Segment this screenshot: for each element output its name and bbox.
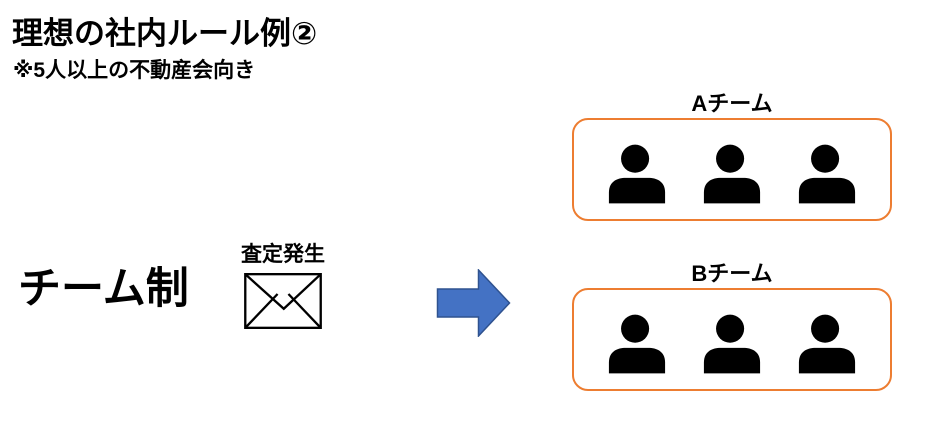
right-arrow-icon: [436, 269, 511, 337]
assessment-group: 査定発生: [233, 238, 333, 334]
team-b-members: [574, 290, 890, 374]
team-a-box: [572, 118, 892, 221]
assessment-label: 査定発生: [241, 243, 325, 266]
team-b-box: [572, 288, 892, 391]
page-subtitle: ※5人以上の不動産会向き: [13, 59, 256, 82]
person-icon: [798, 144, 856, 204]
team-a-label: Aチーム: [691, 91, 773, 116]
person-icon: [703, 144, 761, 204]
team-system-label: チーム制: [18, 265, 189, 313]
person-icon: [798, 314, 856, 374]
envelope-icon: [244, 273, 322, 329]
page-title: 理想の社内ルール例②: [12, 16, 318, 51]
person-icon: [608, 314, 666, 374]
team-b-label: Bチーム: [691, 261, 773, 286]
team-a-members: [574, 120, 890, 204]
person-icon: [608, 144, 666, 204]
team-a-group: Aチーム: [572, 90, 892, 221]
team-b-group: Bチーム: [572, 260, 892, 391]
person-icon: [703, 314, 761, 374]
